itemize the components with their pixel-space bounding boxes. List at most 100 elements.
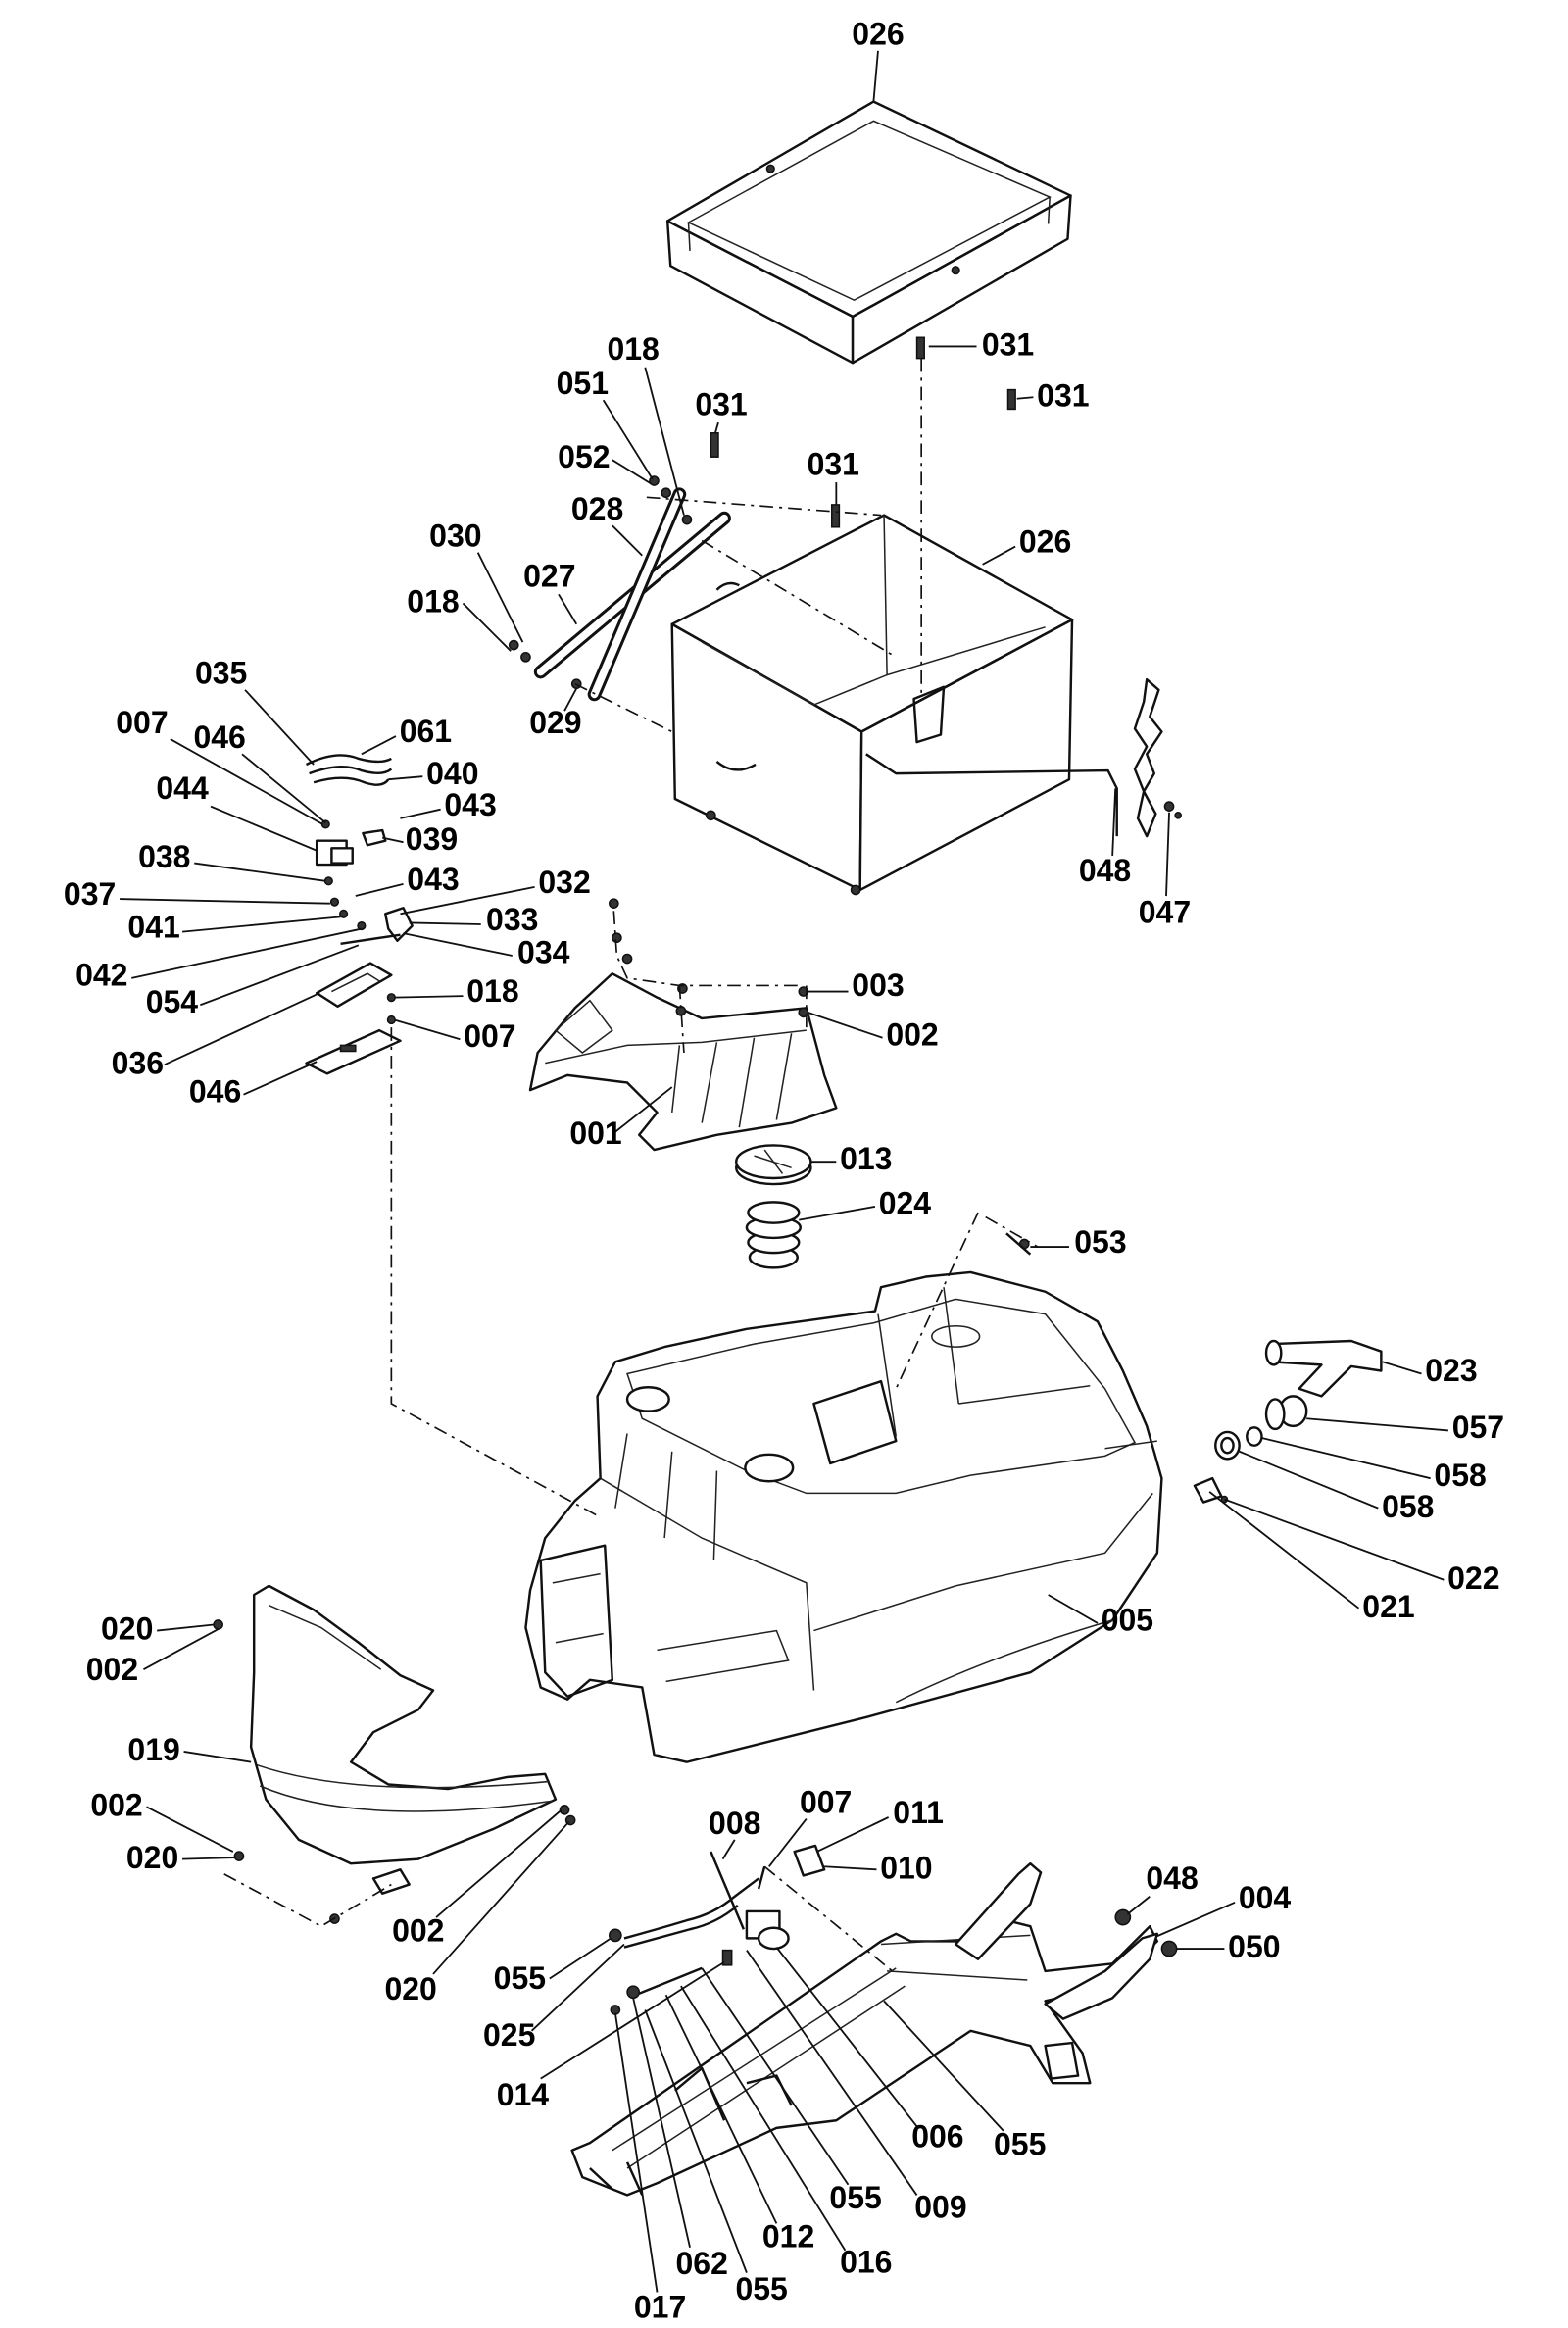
- callout-label: 062: [676, 2246, 728, 2281]
- callout-label: 018: [466, 973, 518, 1009]
- leader-line: [432, 1820, 570, 1975]
- leader-line: [1048, 1594, 1099, 1624]
- leader-line: [1208, 1491, 1360, 1610]
- callout-label: 057: [1452, 1410, 1504, 1445]
- leader-line: [530, 1943, 625, 2032]
- callout-label: 044: [156, 770, 209, 806]
- callout-label: 007: [116, 705, 168, 740]
- leader-line: [632, 1998, 691, 2248]
- callout-label: 029: [529, 705, 581, 740]
- callout-label: 002: [392, 1912, 444, 1948]
- leader-line: [355, 882, 404, 897]
- callout-label: 010: [880, 1850, 932, 1885]
- leader-line: [824, 1865, 877, 1871]
- leader-line: [746, 1950, 918, 2196]
- pedal-hardware-drawing: [305, 754, 414, 1075]
- callout-label: 048: [1079, 853, 1131, 888]
- callout-label: 061: [400, 714, 452, 749]
- alignment-lines: [223, 358, 1039, 1975]
- leader-line: [382, 836, 404, 844]
- leader-line: [210, 805, 319, 853]
- leader-line: [181, 916, 341, 933]
- leader-line: [816, 1816, 890, 1853]
- callout-label: 011: [893, 1795, 944, 1830]
- callout-label: 031: [695, 387, 747, 422]
- callout-label: 005: [1102, 1603, 1153, 1638]
- leader-line: [799, 1206, 876, 1221]
- callout-label: 017: [634, 2289, 686, 2324]
- callout-label: 033: [486, 902, 538, 937]
- leader-line: [244, 689, 315, 766]
- seat-frame-drawing: [508, 475, 731, 702]
- leader-line: [564, 687, 578, 712]
- leader-line: [1126, 1896, 1151, 1915]
- front-fender-drawing: [213, 1584, 576, 1924]
- callout-label: 032: [538, 865, 590, 900]
- leader-line: [613, 2012, 659, 2293]
- leader-line: [1016, 396, 1034, 400]
- leader-line: [394, 995, 464, 999]
- leader-line: [241, 753, 326, 824]
- bucket-box-drawing: [670, 514, 1074, 896]
- callout-label: 058: [1382, 1489, 1434, 1524]
- callout-label: 019: [127, 1732, 179, 1767]
- callout-label: 036: [112, 1045, 164, 1080]
- callout-label: 020: [101, 1611, 153, 1647]
- leader-line: [131, 927, 363, 979]
- leader-line: [164, 992, 320, 1066]
- leader-line: [680, 1985, 847, 2252]
- leader-line: [476, 552, 524, 643]
- body-shell-drawing: [524, 1270, 1163, 1763]
- callout-label: 039: [406, 821, 458, 857]
- callout-label: 007: [464, 1018, 515, 1054]
- callout-label: 003: [852, 967, 904, 1003]
- callout-label: 038: [138, 839, 190, 874]
- leader-line: [194, 862, 326, 882]
- leader-line: [644, 2009, 748, 2273]
- leader-line: [409, 921, 481, 925]
- leader-line: [394, 1018, 461, 1041]
- latch-rod-drawing: [865, 677, 1182, 838]
- callout-label: 007: [800, 1784, 852, 1819]
- callout-label: 018: [607, 331, 659, 367]
- callout-label: 037: [64, 876, 116, 912]
- callout-label: 053: [1074, 1224, 1126, 1260]
- leader-line: [612, 459, 652, 485]
- callout-label: 047: [1139, 894, 1191, 929]
- callout-label: 031: [808, 446, 859, 481]
- leader-line: [883, 2000, 1004, 2132]
- callout-label: 008: [709, 1806, 760, 1841]
- leader-line: [120, 898, 330, 905]
- leader-line: [183, 1751, 252, 1763]
- callout-label: 048: [1146, 1860, 1198, 1896]
- callout-label: 006: [911, 2119, 963, 2155]
- callout-label: 042: [75, 957, 127, 992]
- callout-label: 040: [426, 756, 478, 791]
- callout-label: 024: [879, 1186, 932, 1221]
- callout-label: 030: [429, 519, 481, 554]
- callout-label: 055: [994, 2126, 1046, 2161]
- leader-line: [714, 421, 719, 434]
- leader-line: [1261, 1437, 1431, 1480]
- leader-line: [1111, 788, 1117, 856]
- callout-label: 021: [1362, 1589, 1414, 1624]
- leader-line: [243, 1061, 318, 1096]
- leader-line: [701, 1967, 850, 2186]
- cap-and-spring-drawing: [735, 1144, 812, 1269]
- callout-label: 018: [407, 584, 459, 619]
- callout-label: 020: [384, 1971, 436, 2006]
- seat-base-drawing: [528, 898, 838, 1152]
- leader-line: [1382, 1361, 1422, 1375]
- callout-label: 043: [407, 862, 459, 897]
- callout-label: 002: [886, 1016, 938, 1052]
- hose-fittings-drawing: [1193, 1339, 1383, 1504]
- leader-line: [400, 886, 535, 916]
- chassis-frame-drawing: [570, 1844, 1178, 2197]
- callout-label: 034: [517, 935, 570, 970]
- leader-line: [768, 1817, 808, 1867]
- callout-label: 054: [146, 984, 199, 1019]
- leader-line: [1239, 1450, 1379, 1510]
- callout-label: 004: [1239, 1880, 1292, 1915]
- leader-line: [775, 1946, 918, 2127]
